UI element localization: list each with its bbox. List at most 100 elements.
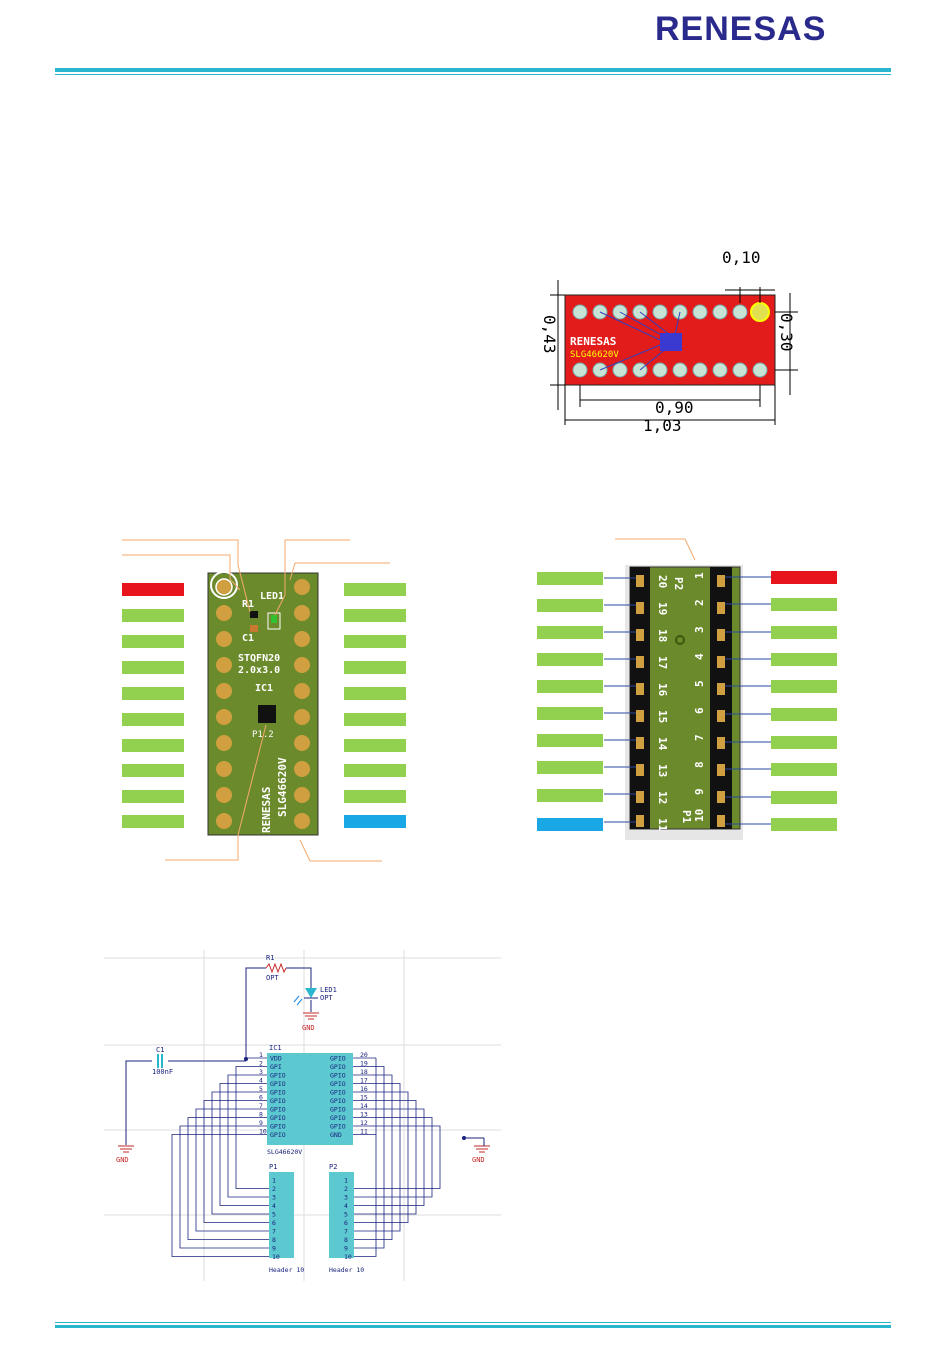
p2-pin-number: 5 xyxy=(344,1211,348,1219)
bottom-left-label-19 xyxy=(537,599,603,612)
bottom-left-label-14 xyxy=(537,734,603,747)
c1-label: C1 xyxy=(242,633,254,644)
top-board-logo: RENESAS xyxy=(260,787,273,833)
net-wire-right xyxy=(354,1091,409,1223)
ic-right-pin-number: 14 xyxy=(360,1102,368,1110)
ic-right-pins: 20GPIO19GPIO18GPIO17GPIO16GPIO15GPIO14GP… xyxy=(330,1051,376,1139)
top-right-label-17 xyxy=(344,661,406,674)
bottom-pin-number-left: 20 xyxy=(656,575,669,588)
ic-left-pin-number: 3 xyxy=(259,1068,263,1076)
bottom-pin-number-left: 19 xyxy=(656,602,669,615)
sch-r1-label: R1 xyxy=(266,954,274,962)
dim-inner-width: 0,90 xyxy=(655,398,694,417)
bottom-left-label-17 xyxy=(537,653,603,666)
sch-led-label: LED1 xyxy=(320,986,337,994)
net-wire-left xyxy=(203,1100,269,1223)
net-wire-left xyxy=(227,1074,269,1198)
bottom-right-label-4 xyxy=(771,653,837,666)
p1-pin-number: 8 xyxy=(272,1236,276,1244)
ic-right-pin-name: GPIO xyxy=(330,1089,346,1097)
ic-left-pin-name: GPIO xyxy=(270,1114,286,1122)
bottom-left-label-16 xyxy=(537,680,603,693)
ic-left-pin-number: 9 xyxy=(259,1119,263,1127)
bottom-pin-number-left: 15 xyxy=(656,710,669,723)
net-wire-left xyxy=(211,1091,269,1215)
bottom-pin-number-right: 2 xyxy=(693,599,706,606)
renesas-logo: RENESAS xyxy=(655,10,827,48)
ic-right-pin-name: GPIO xyxy=(330,1097,346,1105)
ic1-body xyxy=(267,1053,353,1145)
sch-gnd-right: GND xyxy=(472,1156,485,1164)
p2-label: P2 xyxy=(672,577,685,590)
schematic-wires xyxy=(125,967,484,1145)
net-wire-right xyxy=(354,1108,425,1206)
ic-right-pin-number: 18 xyxy=(360,1068,368,1076)
sch-c1-label: C1 xyxy=(156,1046,164,1054)
bottom-board-pins xyxy=(636,575,725,827)
net-wires xyxy=(171,1058,441,1257)
sch-r1-value: OPT xyxy=(266,974,279,982)
c1-part xyxy=(250,625,258,632)
ic-right-pin-name: GPIO xyxy=(330,1106,346,1114)
ic-left-pin-number: 8 xyxy=(259,1111,263,1119)
top-board-left-pads xyxy=(215,578,233,829)
top-left-label-4 xyxy=(122,661,184,674)
net-wire-left xyxy=(179,1125,269,1249)
top-left-label-2 xyxy=(122,609,184,622)
ic1-chip xyxy=(258,705,276,723)
top-right-label-11 xyxy=(344,815,406,828)
ic-left-pin-number: 10 xyxy=(259,1128,267,1136)
led1-part xyxy=(271,615,277,623)
c1-capacitor xyxy=(157,1054,163,1068)
ic-left-pin-number: 7 xyxy=(259,1102,263,1110)
p1-pin-number: 5 xyxy=(272,1211,276,1219)
ic-left-pin-number: 2 xyxy=(259,1060,263,1068)
dimension-lines xyxy=(550,280,798,425)
bottom-pin-number-right: 4 xyxy=(693,653,706,660)
sch-c1-value: 100nF xyxy=(152,1068,173,1076)
ic-left-pin-number: 4 xyxy=(259,1077,263,1085)
top-right-label-16 xyxy=(344,687,406,700)
p2-pin-number: 6 xyxy=(344,1219,348,1227)
sch-gnd-left: GND xyxy=(116,1156,129,1164)
p1-pin-number: 4 xyxy=(272,1202,276,1210)
ic-right-pin-number: 11 xyxy=(360,1128,368,1136)
footer-rule-thin xyxy=(55,1322,891,1323)
ic-right-pin-number: 13 xyxy=(360,1111,368,1119)
bottom-left-label-15 xyxy=(537,707,603,720)
top-right-label-18 xyxy=(344,635,406,648)
ic-right-pin-name: GPIO xyxy=(330,1080,346,1088)
top-right-label-13 xyxy=(344,764,406,777)
ic-right-pin-name: GPIO xyxy=(330,1123,346,1131)
footer-rule xyxy=(55,1325,891,1328)
p1-pin-number: 1 xyxy=(272,1177,276,1185)
pin1-label: P1.2 xyxy=(252,730,274,740)
p2-pin-number: 1 xyxy=(344,1177,348,1185)
ic-right-pin-number: 12 xyxy=(360,1119,368,1127)
net-wire-left xyxy=(171,1134,269,1257)
ic-right-pin-name: GPIO xyxy=(330,1072,346,1080)
bottom-pin-number-left: 12 xyxy=(656,791,669,804)
callout-lines-top xyxy=(122,539,390,862)
top-board-part: SLG46620V xyxy=(276,757,289,817)
p2-pin-number: 4 xyxy=(344,1202,348,1210)
p2-pin-number: 10 xyxy=(344,1253,352,1261)
p2-pin-number: 8 xyxy=(344,1236,348,1244)
dim-right: 0,30 xyxy=(777,313,796,352)
top-view-board: LED1 R1 C1 STQFN20 2.0x3.0 IC1 P1.2 RENE… xyxy=(122,539,390,862)
pin1-marker xyxy=(210,571,238,599)
sch-p2-label: P2 xyxy=(329,1163,337,1171)
led1-symbol xyxy=(305,988,317,998)
ic-left-pin-name: GPIO xyxy=(270,1123,286,1131)
ic-left-pin-name: GPI xyxy=(270,1063,282,1071)
top-board-right-pads xyxy=(294,579,310,829)
junction-gnd xyxy=(462,1136,466,1140)
led1-label: LED1 xyxy=(260,591,284,602)
ic-left-pin-name: GPIO xyxy=(270,1131,286,1139)
net-wire-left xyxy=(219,1083,269,1206)
ic-left-pin-name: GPIO xyxy=(270,1072,286,1080)
ic-left-pin-number: 6 xyxy=(259,1094,263,1102)
bottom-left-label-20 xyxy=(537,572,603,585)
